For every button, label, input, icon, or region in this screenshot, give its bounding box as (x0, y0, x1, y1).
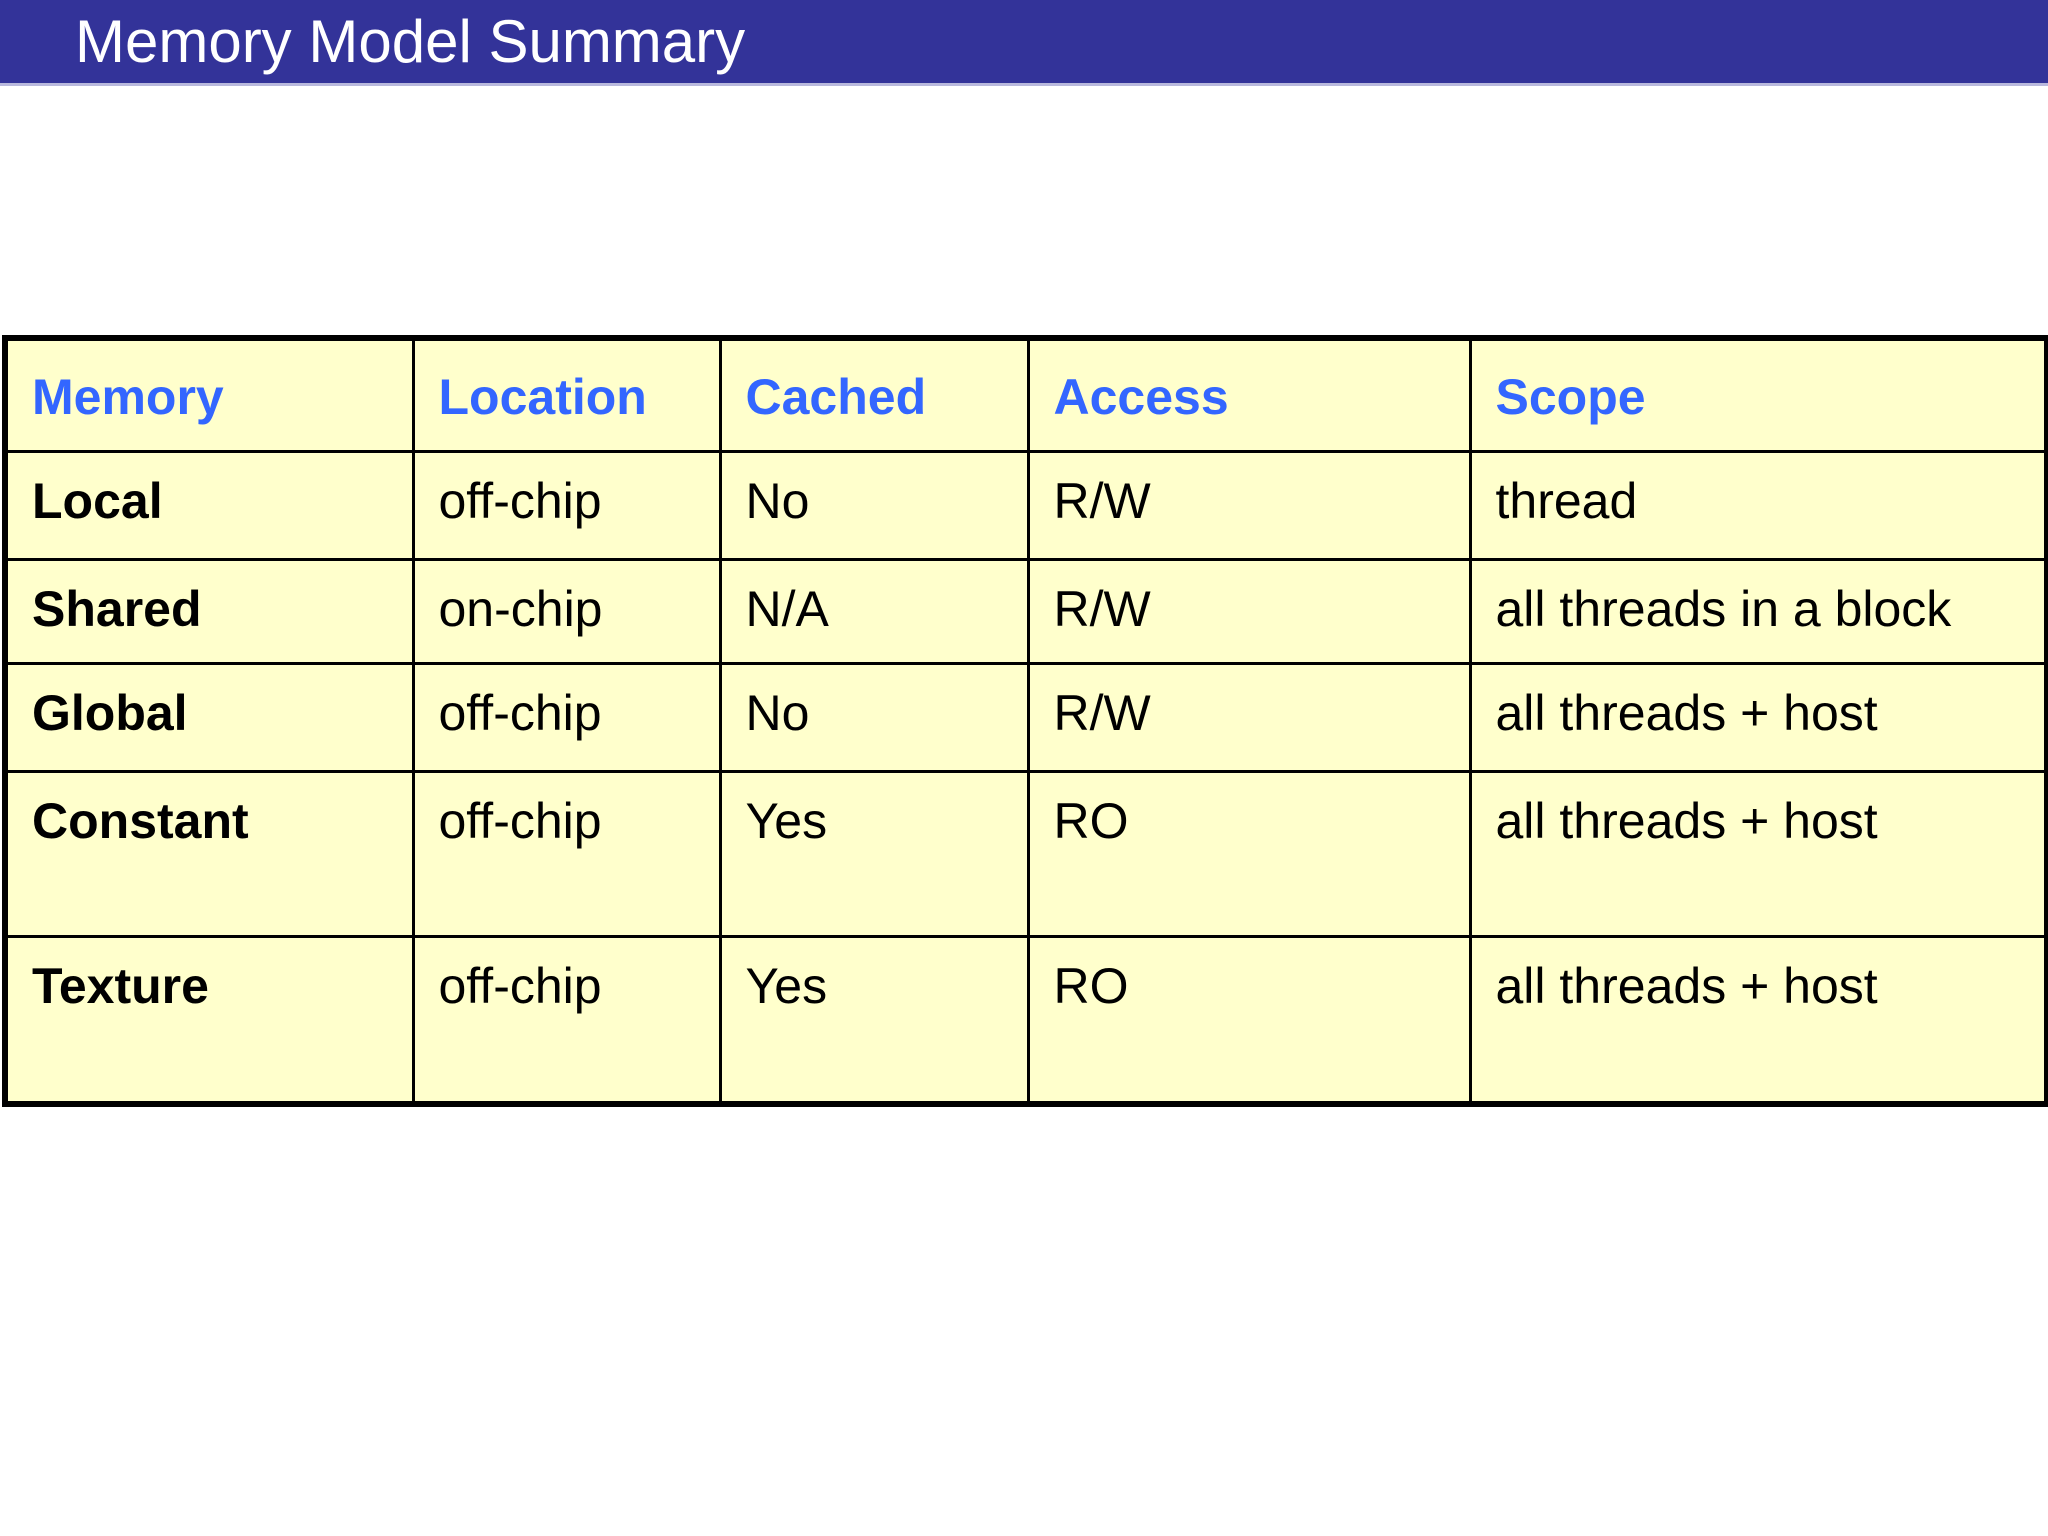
column-header-cached: Cached (718, 336, 1030, 453)
cell-location: off-chip (411, 449, 722, 561)
cell-access: R/W (1026, 557, 1472, 665)
cell-location: off-chip (411, 769, 722, 938)
cell-scope: thread (1468, 449, 2048, 561)
cell-cached: Yes (718, 769, 1030, 938)
cell-memory: Texture (3, 934, 415, 1106)
column-header-scope: Scope (1468, 336, 2048, 453)
page-title: Memory Model Summary (75, 8, 746, 75)
table-row-local: Local off-chip No R/W thread (3, 449, 2048, 561)
table-row-constant: Constant off-chip Yes RO all threads + h… (3, 769, 2048, 938)
cell-scope: all threads + host (1468, 934, 2048, 1106)
cell-location: off-chip (411, 661, 722, 773)
table-header-row: Memory Location Cached Access Scope (3, 336, 2048, 453)
cell-access: R/W (1026, 661, 1472, 773)
cell-scope: all threads + host (1468, 769, 2048, 938)
column-header-memory: Memory (3, 336, 415, 453)
cell-location: off-chip (411, 934, 722, 1106)
cell-cached: Yes (718, 934, 1030, 1106)
cell-memory: Constant (3, 769, 415, 938)
cell-access: RO (1026, 934, 1472, 1106)
cell-access: RO (1026, 769, 1472, 938)
table-row-shared: Shared on-chip N/A R/W all threads in a … (3, 557, 2048, 665)
memory-model-table: Memory Location Cached Access Scope Loca… (2, 335, 2048, 1107)
cell-cached: No (718, 449, 1030, 561)
cell-access: R/W (1026, 449, 1472, 561)
cell-cached: No (718, 661, 1030, 773)
cell-location: on-chip (411, 557, 722, 665)
column-header-location: Location (411, 336, 722, 453)
cell-cached: N/A (718, 557, 1030, 665)
title-bar: Memory Model Summary (0, 0, 2048, 86)
cell-memory: Local (3, 449, 415, 561)
cell-scope: all threads in a block (1468, 557, 2048, 665)
table-row-global: Global off-chip No R/W all threads + hos… (3, 661, 2048, 773)
cell-memory: Shared (3, 557, 415, 665)
column-header-access: Access (1026, 336, 1472, 453)
table-row-texture: Texture off-chip Yes RO all threads + ho… (3, 934, 2048, 1106)
cell-memory: Global (3, 661, 415, 773)
cell-scope: all threads + host (1468, 661, 2048, 773)
